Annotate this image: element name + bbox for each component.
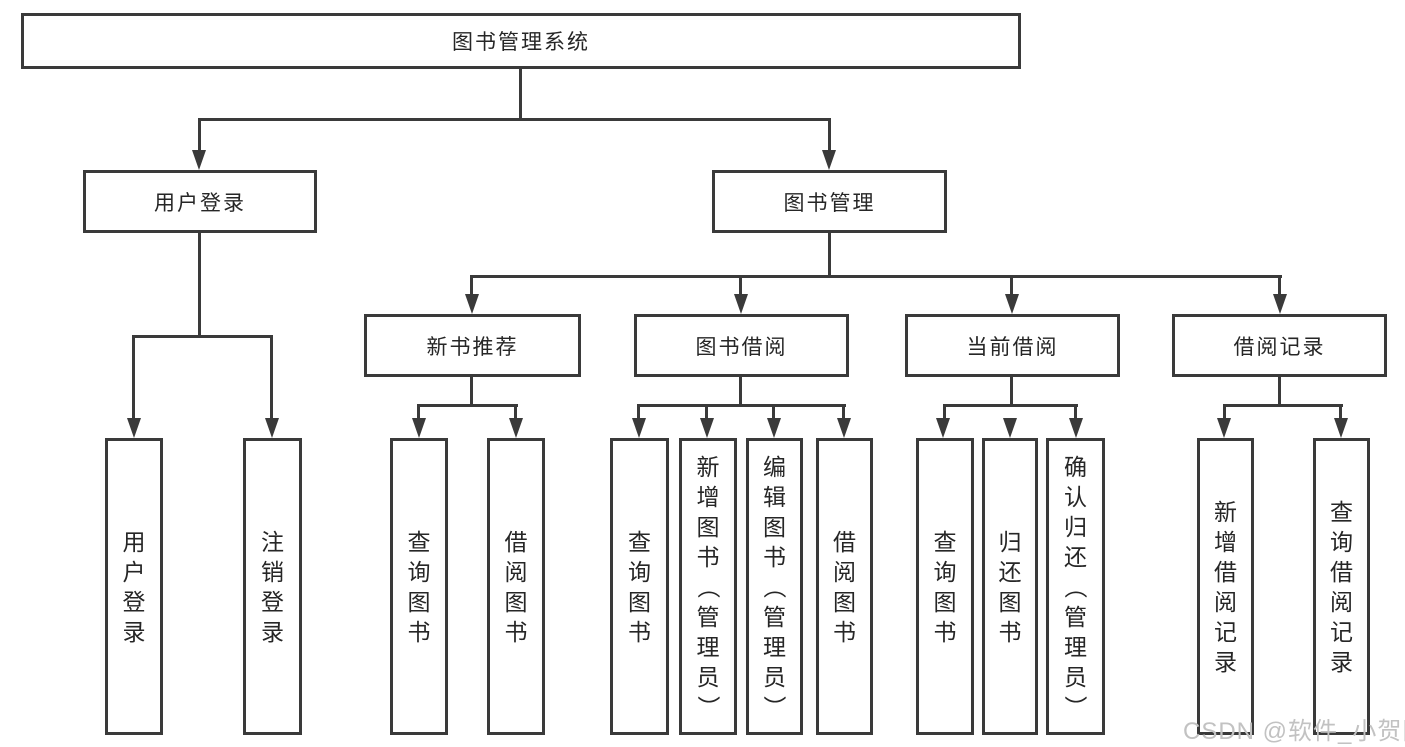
- leaf-br-search-borrow-record: 查询借阅记录: [1313, 438, 1370, 735]
- arrow-down-icon: [936, 418, 950, 438]
- arrow-down-icon: [412, 418, 426, 438]
- connector-line: [132, 335, 273, 338]
- connector-line: [270, 335, 273, 420]
- arrow-down-icon: [837, 418, 851, 438]
- leaf-cb-confirm-return-admin: 确认归还（管理员）: [1046, 438, 1105, 735]
- node-borrowing-records: 借阅记录: [1172, 314, 1387, 377]
- arrow-down-icon: [465, 294, 479, 314]
- node-current-borrowing: 当前借阅: [905, 314, 1120, 377]
- connector-line: [739, 275, 742, 297]
- connector-line: [637, 404, 640, 420]
- arrow-down-icon: [822, 150, 836, 170]
- arrow-down-icon: [1217, 418, 1231, 438]
- connector-line: [1223, 404, 1226, 420]
- connector-line: [828, 233, 831, 277]
- arrow-down-icon: [127, 418, 141, 438]
- arrow-down-icon: [700, 418, 714, 438]
- connector-line: [1339, 404, 1342, 420]
- connector-line: [1010, 377, 1013, 407]
- connector-line: [198, 118, 831, 121]
- connector-line: [943, 404, 1078, 407]
- connector-line: [1278, 377, 1281, 407]
- connector-line: [198, 118, 201, 152]
- arrow-down-icon: [734, 294, 748, 314]
- connector-line: [637, 404, 846, 407]
- arrow-down-icon: [192, 150, 206, 170]
- connector-line: [417, 404, 420, 420]
- arrow-down-icon: [265, 418, 279, 438]
- leaf-bb-edit-books-admin: 编辑图书（管理员）: [746, 438, 803, 735]
- connector-line: [772, 404, 775, 420]
- connector-line: [519, 69, 522, 118]
- leaf-bb-add-books-admin: 新增图书（管理员）: [679, 438, 737, 735]
- connector-line: [943, 404, 946, 420]
- node-user-login: 用户登录: [83, 170, 317, 233]
- connector-line: [842, 404, 845, 420]
- leaf-cb-search-books: 查询图书: [916, 438, 974, 735]
- leaf-nb-borrow-books: 借阅图书: [487, 438, 545, 735]
- connector-line: [739, 377, 742, 407]
- connector-line: [828, 118, 831, 152]
- connector-line: [1223, 404, 1343, 407]
- csdn-watermark: CSDN @软件_小贺同学: [1183, 718, 1405, 745]
- connector-line: [470, 275, 473, 297]
- arrow-down-icon: [509, 418, 523, 438]
- node-book-borrowing: 图书借阅: [634, 314, 849, 377]
- connector-line: [1278, 275, 1281, 297]
- leaf-bb-search-books: 查询图书: [610, 438, 669, 735]
- arrow-down-icon: [1069, 418, 1083, 438]
- leaf-nb-search-books: 查询图书: [390, 438, 448, 735]
- leaf-user-login: 用户登录: [105, 438, 163, 735]
- arrow-down-icon: [1273, 294, 1287, 314]
- arrow-down-icon: [1003, 418, 1017, 438]
- node-library-system: 图书管理系统: [21, 13, 1021, 69]
- node-new-book-recommendation: 新书推荐: [364, 314, 581, 377]
- connector-line: [1074, 404, 1077, 420]
- leaf-br-add-borrow-record: 新增借阅记录: [1197, 438, 1254, 735]
- connector-line: [514, 404, 517, 420]
- leaf-logout-login: 注销登录: [243, 438, 302, 735]
- connector-line: [470, 275, 1282, 278]
- arrow-down-icon: [767, 418, 781, 438]
- arrow-down-icon: [632, 418, 646, 438]
- connector-line: [705, 404, 708, 420]
- node-book-management: 图书管理: [712, 170, 947, 233]
- connector-line: [198, 233, 201, 337]
- arrow-down-icon: [1334, 418, 1348, 438]
- connector-line: [470, 377, 473, 407]
- connector-line: [132, 335, 135, 420]
- leaf-cb-return-books: 归还图书: [982, 438, 1038, 735]
- connector-line: [1010, 275, 1013, 297]
- leaf-bb-borrow-books: 借阅图书: [816, 438, 873, 735]
- connector-line: [417, 404, 518, 407]
- arrow-down-icon: [1005, 294, 1019, 314]
